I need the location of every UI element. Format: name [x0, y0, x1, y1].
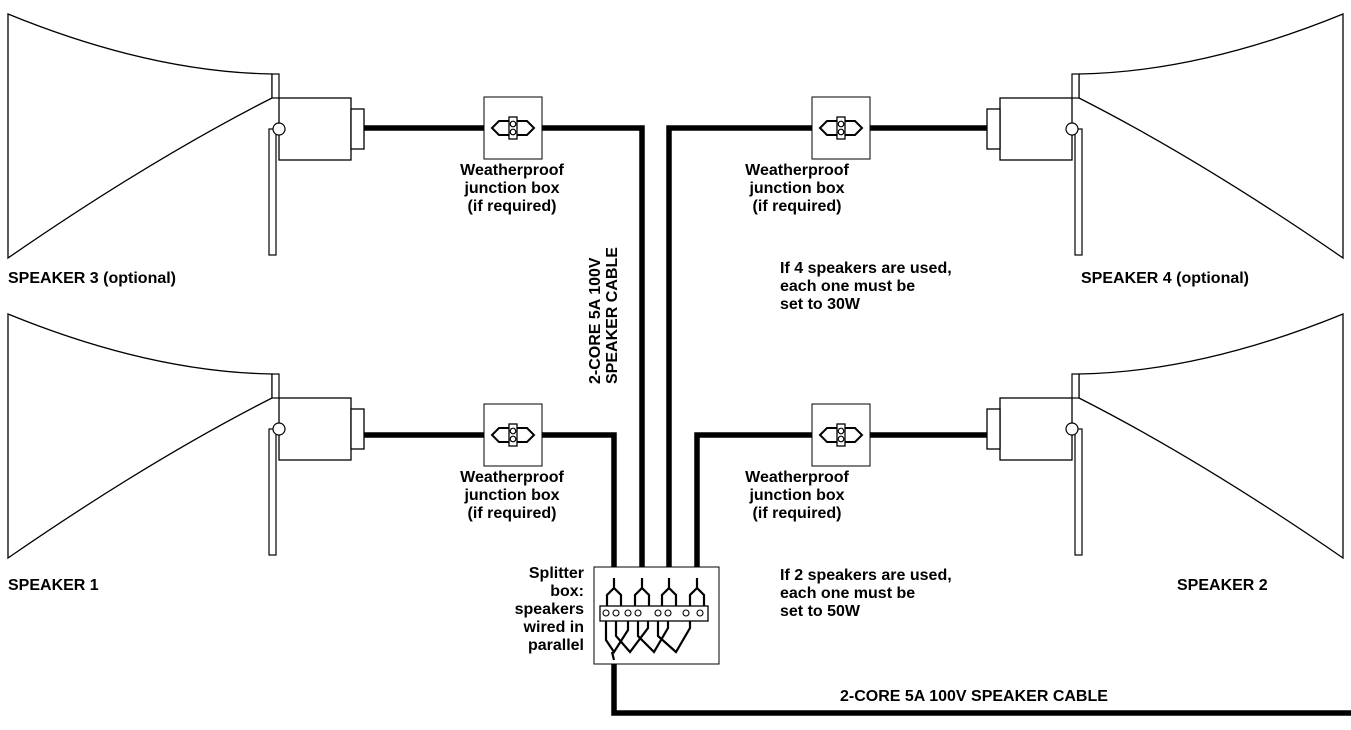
speaker-1-label: SPEAKER 1: [8, 577, 99, 594]
cable-speaker-2: [694, 432, 987, 578]
speaker-4-label: SPEAKER 4 (optional): [1081, 270, 1250, 287]
speaker-3-label: SPEAKER 3 (optional): [8, 270, 177, 287]
cables: [364, 125, 1351, 716]
speaker-1-horn: [7, 313, 365, 559]
junction-box-speaker-1: [483, 403, 543, 467]
speaker-3-horn: [7, 13, 365, 259]
speaker-2-horn: [986, 313, 1344, 559]
cable-main-out: [611, 660, 1351, 716]
splitter-box: [593, 566, 720, 665]
junction-box-speaker-3: [483, 96, 543, 160]
speaker-2-label: SPEAKER 2: [1177, 577, 1268, 594]
cable-speaker-1: [364, 432, 617, 578]
cable-speaker-4: [666, 125, 987, 578]
junction-box-speaker-4: [811, 96, 871, 160]
junction-box-speaker-2: [811, 403, 871, 467]
cable-label-horizontal: 2-CORE 5A 100V SPEAKER CABLE: [840, 688, 1108, 705]
speaker-4-horn: [986, 13, 1344, 259]
cable-speaker-3: [364, 125, 645, 578]
